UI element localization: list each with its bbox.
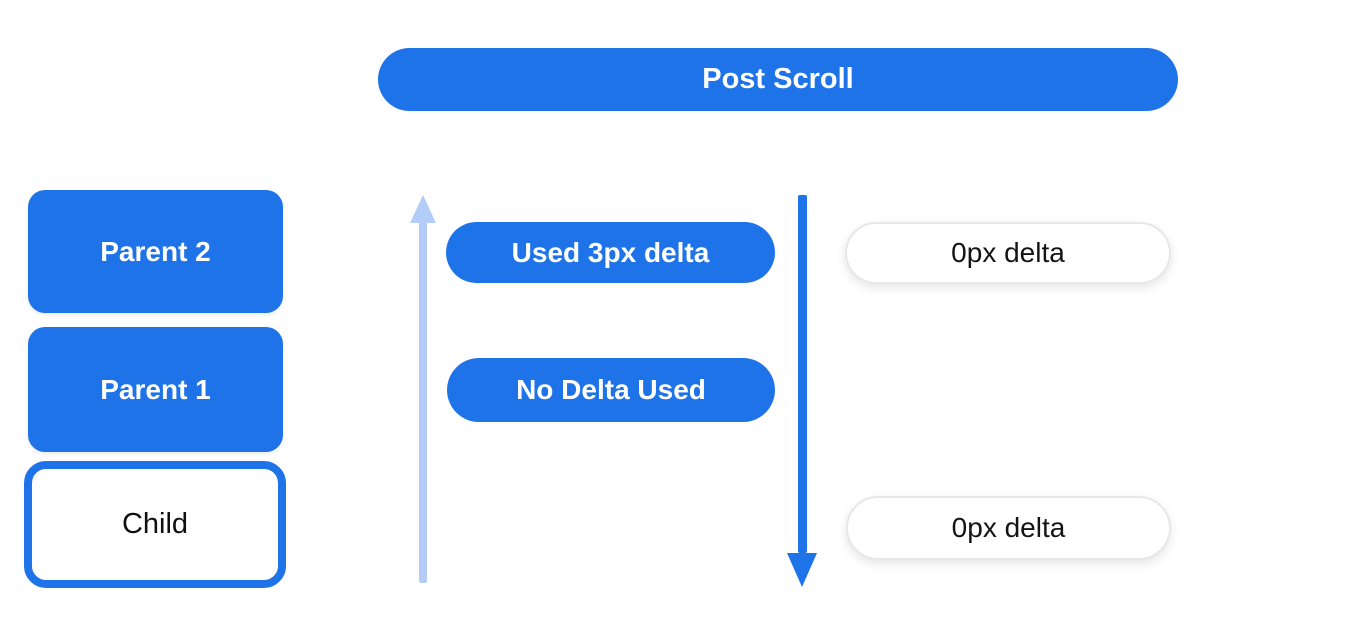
post-scroll-header-label: Post Scroll <box>702 63 854 95</box>
no-delta-used-pill: No Delta Used <box>447 358 775 422</box>
parent-2-box: Parent 2 <box>28 190 283 313</box>
parent-1-box: Parent 1 <box>28 327 283 452</box>
scroll-up-arrow-icon <box>410 195 436 583</box>
up-arrow-shaft <box>419 219 427 583</box>
used-3px-delta-label: Used 3px delta <box>511 236 710 268</box>
up-arrow-head <box>410 195 436 223</box>
child-box: Child <box>24 461 286 588</box>
zero-px-delta-bottom-label: 0px delta <box>951 512 1066 543</box>
used-3px-delta-pill: Used 3px delta <box>446 222 775 283</box>
zero-px-delta-top-pill: 0px delta <box>845 222 1171 284</box>
scroll-down-arrow-icon <box>787 195 817 587</box>
child-label: Child <box>121 508 189 540</box>
no-delta-used-label: No Delta Used <box>516 374 706 405</box>
post-scroll-header-pill: Post Scroll <box>378 48 1178 111</box>
zero-px-delta-bottom-pill: 0px delta <box>846 496 1171 560</box>
parent-1-label: Parent 1 <box>100 373 211 405</box>
zero-px-delta-top-label: 0px delta <box>951 237 1065 268</box>
down-arrow-head <box>787 553 817 587</box>
down-arrow-shaft <box>798 195 807 553</box>
parent-2-label: Parent 2 <box>100 235 211 267</box>
